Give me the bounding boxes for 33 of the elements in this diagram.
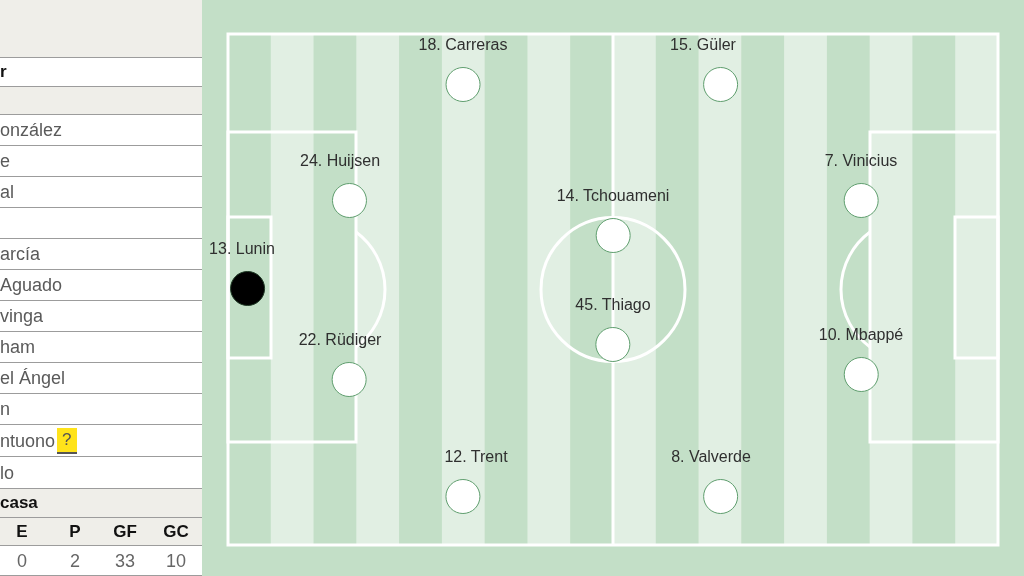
column-heading: r bbox=[0, 61, 7, 83]
player-name: 22. Rüdiger bbox=[298, 330, 382, 350]
column-heading: GC bbox=[163, 521, 189, 543]
player-name: e bbox=[0, 150, 10, 172]
player-name: 18. Carreras bbox=[418, 35, 508, 55]
stat-value: 33 bbox=[115, 550, 135, 572]
player-name: 10. Mbappé bbox=[818, 325, 904, 345]
player-name: el Ángel bbox=[0, 367, 66, 389]
player-name: ham bbox=[0, 336, 35, 358]
player-name: onzález bbox=[0, 119, 63, 141]
stat-value: 0 bbox=[17, 550, 27, 572]
question-mark-tag: ? bbox=[57, 427, 77, 454]
player-name: Aguado bbox=[0, 274, 63, 296]
player-name: ntuono bbox=[0, 429, 56, 452]
player-name: 12. Trent bbox=[444, 447, 508, 467]
player-name: 13. Lunin bbox=[209, 239, 275, 259]
player-name: 7. Vinicius bbox=[824, 151, 898, 171]
player-name: al bbox=[0, 181, 14, 203]
section-heading: casa bbox=[0, 492, 38, 514]
player-name: 14. Tchouameni bbox=[556, 186, 670, 206]
column-heading: P bbox=[69, 521, 81, 543]
player-name: lo bbox=[0, 461, 14, 484]
stat-value: 10 bbox=[166, 550, 186, 572]
column-heading: E bbox=[16, 521, 28, 543]
player-name: 24. Huijsen bbox=[300, 151, 380, 171]
player-name: vinga bbox=[0, 305, 44, 327]
player-name: 15. Güler bbox=[670, 35, 736, 55]
player-name: arcía bbox=[0, 243, 41, 265]
player-name: 45. Thiago bbox=[575, 295, 651, 315]
player-name: 8. Valverde bbox=[671, 447, 751, 467]
column-heading: GF bbox=[113, 521, 137, 543]
stat-value: 2 bbox=[70, 550, 80, 572]
player-name: n bbox=[0, 398, 10, 420]
